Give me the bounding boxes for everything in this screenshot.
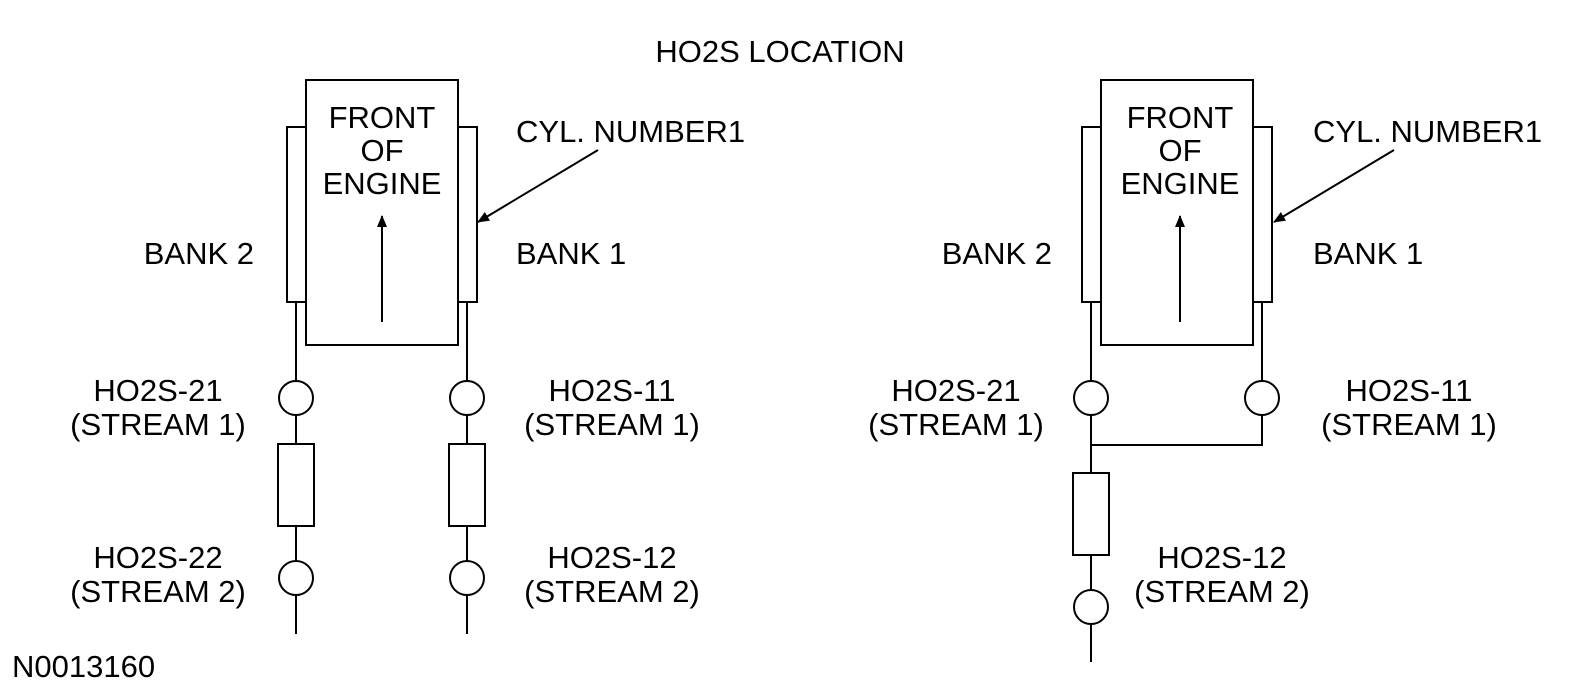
ho2s-12-stream-label: (STREAM 2) xyxy=(1134,574,1310,609)
right-configuration: FRONT OF ENGINE CYL. NUMBER1 BANK 2 BANK… xyxy=(868,79,1542,662)
common-catalytic-converter xyxy=(1072,472,1110,556)
cylinder-number-label: CYL. NUMBER1 xyxy=(1313,114,1542,149)
cylinder-bank-1-rail xyxy=(1252,126,1273,303)
engine-label-line-3: ENGINE xyxy=(1121,166,1240,201)
ho2s-12-label: HO2S-12 xyxy=(1157,540,1286,575)
ho2s-11-sensor xyxy=(449,380,485,416)
cylinder-leader-arrow xyxy=(477,149,599,223)
left-configuration: FRONT OF ENGINE CYL. NUMBER1 BANK 2 BANK… xyxy=(70,79,745,634)
ho2s-21-sensor xyxy=(278,380,314,416)
bank-2-label: BANK 2 xyxy=(144,236,254,271)
engine-block xyxy=(1100,79,1254,346)
ho2s-22-sensor xyxy=(278,560,314,596)
bank-1-catalytic-converter xyxy=(448,443,486,527)
ho2s-11-label: HO2S-11 xyxy=(1346,373,1473,408)
ho2s-11-sensor xyxy=(1244,380,1280,416)
diagram-title: HO2S LOCATION xyxy=(655,34,904,69)
bank-2-catalytic-converter xyxy=(277,443,315,527)
engine-label-line-2: OF xyxy=(1158,133,1201,168)
ho2s-22-label: HO2S-22 xyxy=(93,540,222,575)
ho2s-12-sensor xyxy=(1073,589,1109,625)
bank-1-exhaust-pipe xyxy=(1091,302,1263,446)
ho2s-21-sensor xyxy=(1073,380,1109,416)
engine-label-line-1: FRONT xyxy=(329,100,436,135)
bank-2-label: BANK 2 xyxy=(942,236,1052,271)
ho2s-21-stream-label: (STREAM 1) xyxy=(868,407,1044,442)
cylinder-bank-2-rail xyxy=(286,126,307,303)
cylinder-number-label: CYL. NUMBER1 xyxy=(516,114,745,149)
ho2s-11-label: HO2S-11 xyxy=(549,373,676,408)
bank-1-label: BANK 1 xyxy=(516,236,626,271)
ho2s-12-sensor xyxy=(449,560,485,596)
engine-label-line-1: FRONT xyxy=(1127,100,1234,135)
ho2s-21-stream-label: (STREAM 1) xyxy=(70,407,246,442)
ho2s-21-label: HO2S-21 xyxy=(891,373,1020,408)
ho2s-12-label: HO2S-12 xyxy=(547,540,676,575)
engine-label-line-2: OF xyxy=(360,133,403,168)
bank-1-label: BANK 1 xyxy=(1313,236,1423,271)
ho2s-11-stream-label: (STREAM 1) xyxy=(1321,407,1497,442)
figure-id: N0013160 xyxy=(12,649,155,684)
ho2s-12-stream-label: (STREAM 2) xyxy=(524,574,700,609)
ho2s-22-stream-label: (STREAM 2) xyxy=(70,574,246,609)
engine-label-line-3: ENGINE xyxy=(323,166,442,201)
ho2s-21-label: HO2S-21 xyxy=(93,373,222,408)
cylinder-leader-arrow xyxy=(1273,149,1395,223)
ho2s-11-stream-label: (STREAM 1) xyxy=(524,407,700,442)
cylinder-bank-2-rail xyxy=(1081,126,1102,303)
cylinder-bank-1-rail xyxy=(457,126,478,303)
